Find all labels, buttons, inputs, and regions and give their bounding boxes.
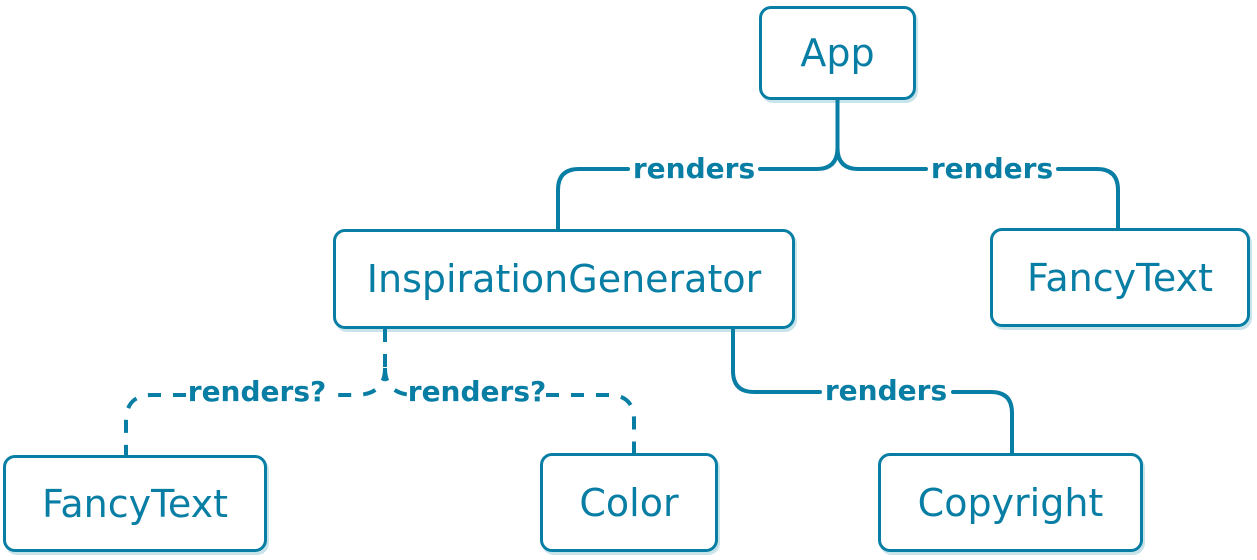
node-app: App [759,6,916,100]
node-fancy-text-top: FancyText [990,228,1250,327]
edge-inspirationgenerator-color-segment-1 [383,367,414,397]
edge-app-inspirationgenerator-segment-1 [758,98,840,171]
edge-label-app-fancytext: renders [930,152,1054,185]
edge-inspirationgenerator-copyright-segment-1 [731,327,822,394]
edge-app-fancytext-segment-1 [835,98,928,171]
edge-inspirationgenerator-fancytext-segment-1 [328,367,387,397]
node-fancy-text-bottom: FancyText [3,455,267,552]
edge-label-app-inspirationgenerator: renders [632,152,756,185]
node-copyright: Copyright [878,453,1143,552]
edge-app-fancytext-segment-2 [1056,167,1120,230]
edge-label-inspirationgenerator-copyright: renders [824,374,948,407]
edge-inspirationgenerator-fancytext-segment-2 [124,393,186,455]
edge-inspirationgenerator-color-segment-2 [546,393,636,453]
edge-app-inspirationgenerator-segment-2 [556,167,630,231]
edge-label-inspirationgenerator-fancytext: renders? [187,375,327,408]
edge-label-inspirationgenerator-color: renders? [407,375,547,408]
node-color: Color [540,453,718,552]
edge-inspirationgenerator-copyright-segment-2 [951,390,1014,455]
node-inspiration-generator: InspirationGenerator [333,229,795,329]
